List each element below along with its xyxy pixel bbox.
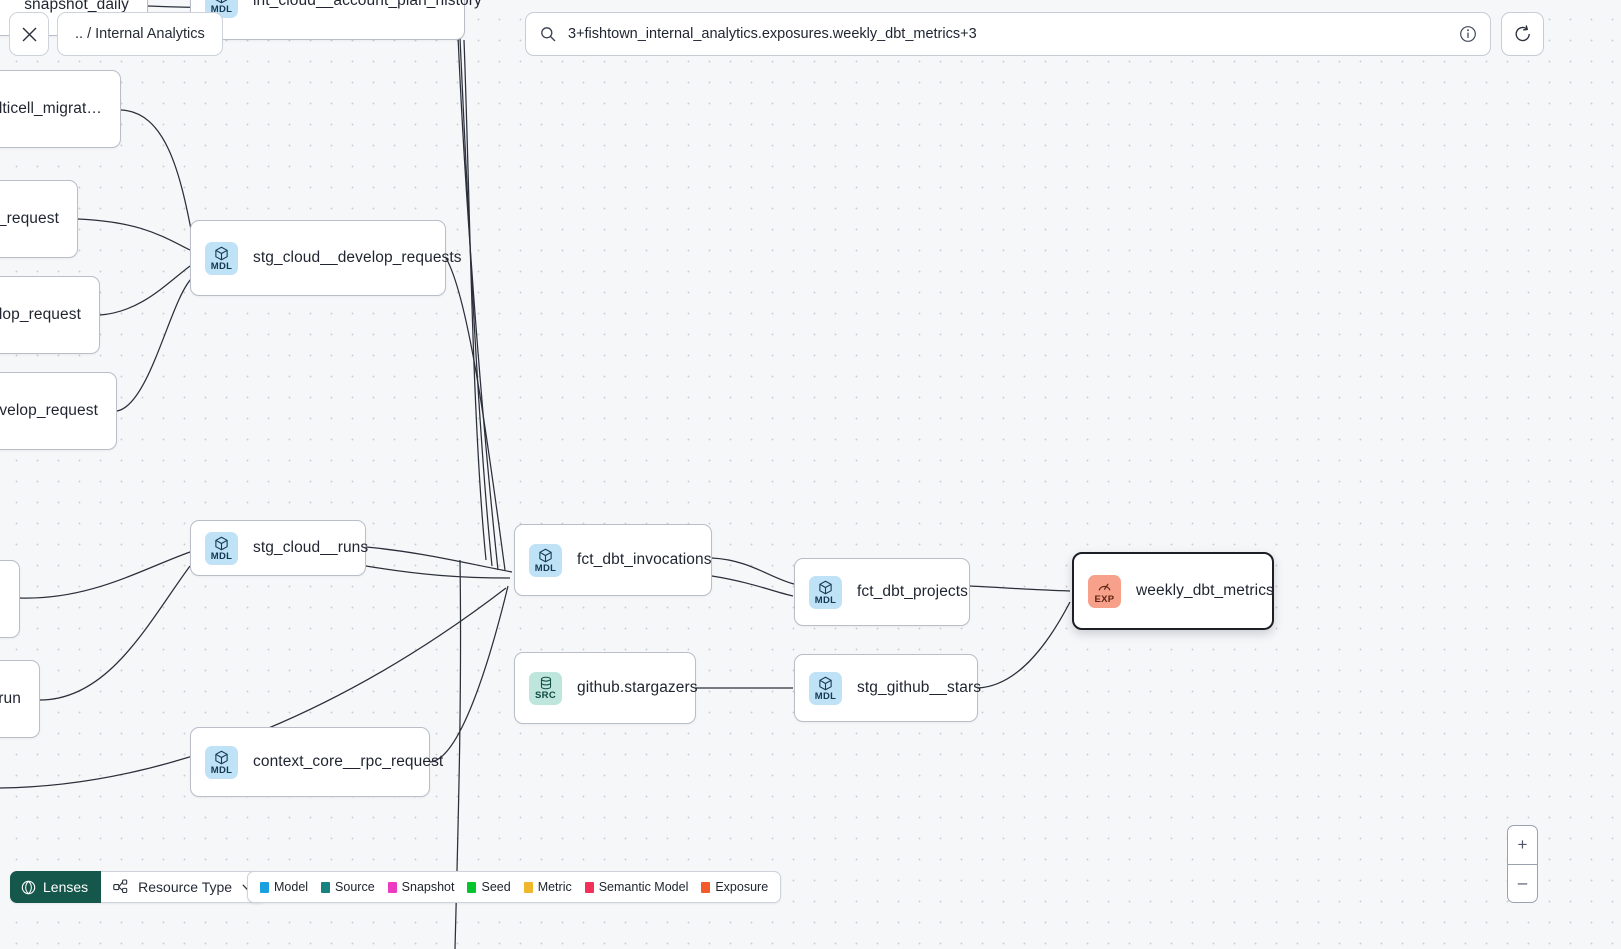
- legend-item[interactable]: Exposure: [701, 880, 768, 894]
- graph-edge: [977, 601, 1071, 689]
- graph-edge: [120, 109, 194, 241]
- graph-node[interactable]: MDL stg_cloud__develop_requests: [190, 220, 462, 296]
- zoom-in-button[interactable]: +: [1508, 826, 1537, 865]
- resource-type-dropdown[interactable]: Resource Type: [101, 871, 267, 903]
- legend-swatch: [701, 881, 711, 893]
- refresh-button[interactable]: [1501, 12, 1544, 56]
- legend-swatch: [321, 881, 331, 893]
- graph-edge: [39, 565, 191, 701]
- graph-edge: [99, 265, 191, 316]
- graph-edge: [969, 585, 1071, 592]
- graph-node[interactable]: multicell_migrat…: [0, 70, 121, 148]
- legend-label: Model: [274, 880, 309, 894]
- graph-edge: [19, 551, 191, 599]
- legend-swatch: [584, 881, 594, 893]
- graph-edge: [116, 277, 193, 412]
- mdl-badge-icon: MDL: [205, 745, 238, 779]
- graph-edge: [711, 557, 795, 585]
- legend-label: Source: [335, 880, 375, 894]
- graph-node[interactable]: MDL stg_cloud__runs: [190, 520, 369, 576]
- info-icon[interactable]: [1459, 25, 1477, 43]
- lens-control-group: Lenses Resource Type: [10, 871, 267, 903]
- close-icon: [22, 27, 36, 41]
- graph-node-label: stg_github__stars: [857, 679, 982, 696]
- lenses-label: Lenses: [43, 879, 89, 895]
- graph-node-label: op_request: [0, 210, 59, 227]
- graph-node[interactable]: velop_request: [0, 276, 100, 354]
- mdl-badge-icon: MDL: [205, 531, 238, 565]
- graph-node-label: velop_request: [0, 306, 81, 323]
- graph-edge: [459, 37, 493, 567]
- graph-node-label: github.stargazers: [577, 679, 698, 696]
- legend-label: Semantic Model: [598, 880, 689, 894]
- graph-node[interactable]: _develop_request: [0, 372, 117, 450]
- graph-node-label: n: [0, 590, 1, 608]
- zoom-out-button[interactable]: –: [1517, 873, 1528, 893]
- graph-node-label: stg_cloud__runs: [253, 539, 369, 556]
- mdl-badge-icon: MDL: [809, 575, 842, 609]
- legend-swatch: [467, 881, 477, 893]
- search-icon: [541, 27, 556, 42]
- legend-item[interactable]: Metric: [523, 880, 572, 894]
- close-button[interactable]: [9, 12, 49, 56]
- graph-edge: [365, 546, 513, 573]
- search-input[interactable]: [566, 25, 1459, 43]
- breadcrumb-label: .. / Internal Analytics: [75, 26, 205, 42]
- graph-node-label: fct_dbt_invocations: [577, 551, 712, 568]
- graph-node[interactable]: SRC github.stargazers: [514, 652, 698, 724]
- graph-node-label: _develop_request: [0, 402, 98, 419]
- graph-node[interactable]: op_request: [0, 180, 78, 258]
- mdl-badge-icon: MDL: [529, 543, 562, 577]
- legend-item[interactable]: Source: [321, 880, 375, 894]
- graph-node[interactable]: MDL context_core__rpc_request: [190, 727, 443, 797]
- legend-swatch: [387, 881, 397, 893]
- legend-item[interactable]: Seed: [467, 880, 511, 894]
- graph-node[interactable]: EXP weekly_dbt_metrics: [1072, 552, 1274, 630]
- graph-edge: [711, 575, 794, 597]
- legend-label: Exposure: [715, 880, 769, 894]
- graph-node-label: weekly_dbt_metrics: [1136, 582, 1274, 599]
- graph-edge: [445, 257, 506, 571]
- breadcrumb[interactable]: .. / Internal Analytics: [57, 12, 223, 56]
- graph-node[interactable]: MDL fct_dbt_projects: [794, 558, 970, 626]
- legend-item[interactable]: Semantic Model: [584, 880, 689, 894]
- search-bar[interactable]: [525, 12, 1491, 56]
- graph-node[interactable]: MDL fct_dbt_invocations: [514, 524, 712, 596]
- lens-icon: [21, 880, 36, 894]
- src-badge-icon: SRC: [529, 671, 562, 705]
- graph-edge: [365, 565, 511, 579]
- graph-node-label: stg_cloud__develop_requests: [253, 249, 462, 266]
- graph-edge: [77, 218, 191, 251]
- graph-node[interactable]: n: [0, 560, 20, 638]
- legend-label: Snapshot: [401, 880, 455, 894]
- resource-type-label: Resource Type: [138, 879, 233, 895]
- exp-badge-icon: EXP: [1088, 574, 1121, 608]
- graph-node-label: fct_dbt_projects: [857, 583, 969, 600]
- mdl-badge-icon: MDL: [809, 671, 842, 705]
- graph-node-label: context_core__rpc_request: [253, 753, 444, 770]
- graph-node[interactable]: MDL stg_github__stars: [794, 654, 982, 722]
- graph-node-label: int_cloud__account_plan_history: [253, 0, 482, 9]
- resource-type-icon: [113, 879, 128, 894]
- zoom-controls: + –: [1507, 825, 1538, 903]
- legend-swatch: [260, 881, 269, 893]
- graph-edge: [463, 39, 487, 561]
- mdl-badge-icon: MDL: [205, 241, 238, 275]
- graph-node[interactable]: _run: [0, 660, 40, 738]
- lenses-button[interactable]: Lenses: [10, 871, 102, 903]
- graph-node-label: multicell_migrat…: [0, 100, 102, 117]
- legend-item[interactable]: Snapshot: [387, 880, 455, 894]
- resource-type-legend: Model Source Snapshot Seed Metric Semantic Mo…: [247, 871, 782, 903]
- legend-label: Metric: [537, 880, 572, 894]
- graph-edge: [429, 585, 509, 763]
- graph-node-label: snapshot_daily: [24, 0, 129, 13]
- legend-swatch: [523, 881, 533, 893]
- refresh-icon: [1515, 25, 1530, 42]
- graph-node-label: _run: [0, 690, 21, 707]
- legend-label: Seed: [481, 880, 511, 894]
- legend-item[interactable]: Model: [260, 880, 308, 894]
- graph-edge: [457, 35, 499, 571]
